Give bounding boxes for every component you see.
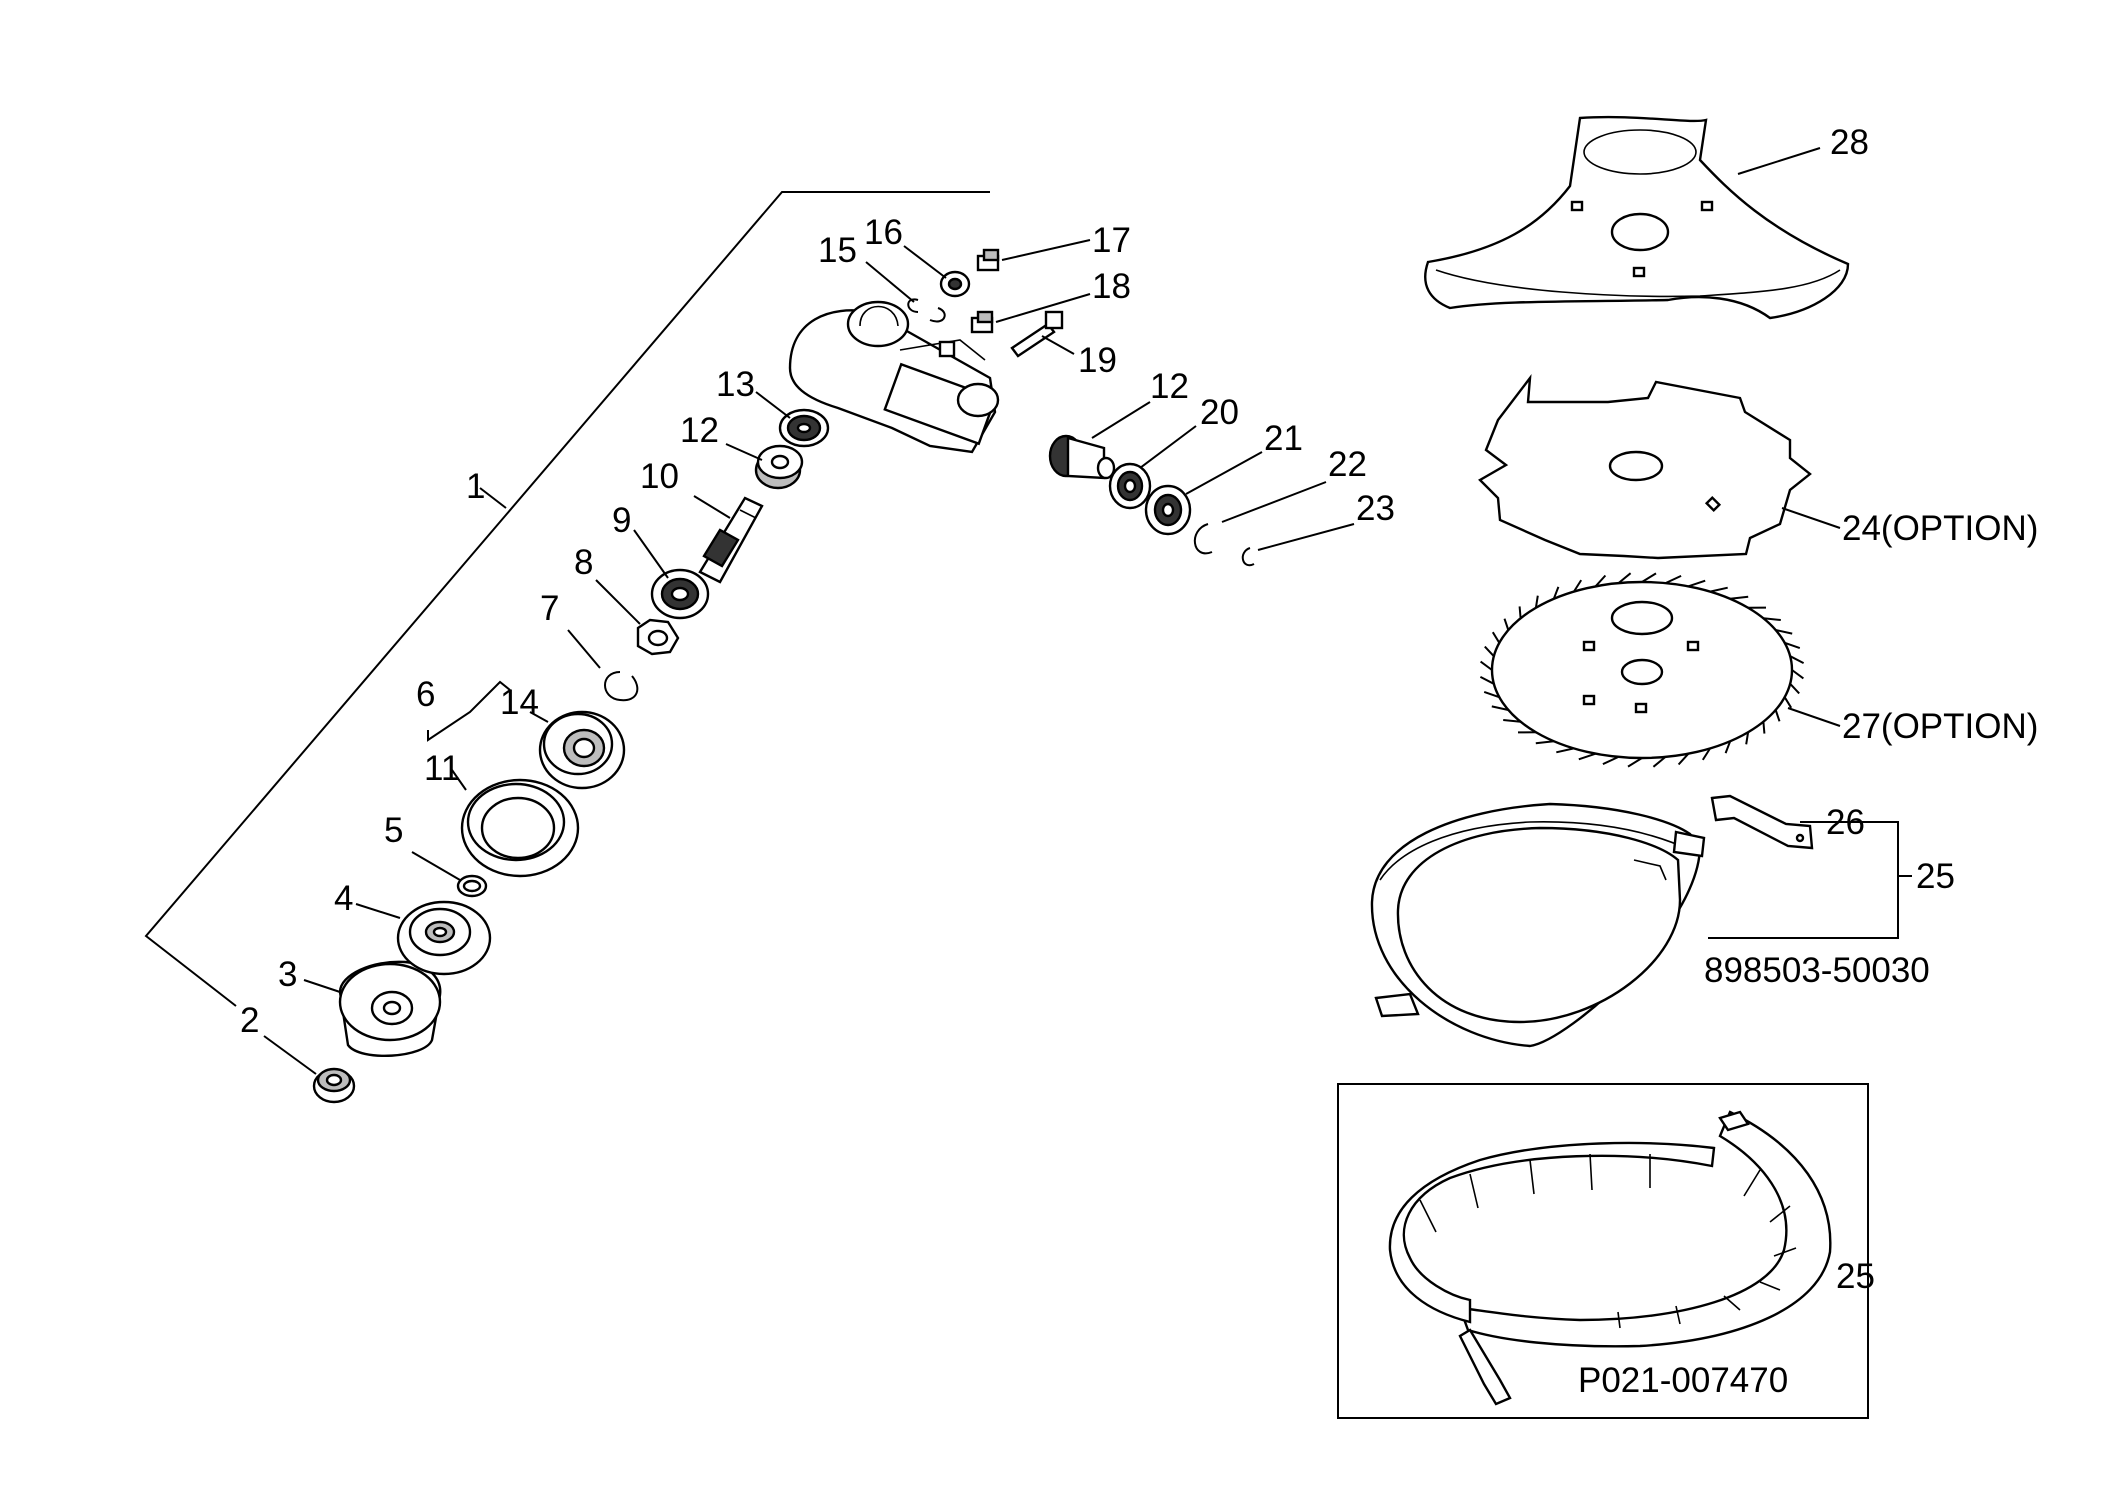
callout-7: 7 xyxy=(540,589,559,628)
part-18-screw xyxy=(970,310,994,334)
part-23-snap-ring xyxy=(1241,547,1255,567)
part-16-washer xyxy=(939,270,971,298)
callout-6: 6 xyxy=(416,675,435,714)
assembly-bracket-1 xyxy=(144,191,990,1007)
part-9-bearing xyxy=(650,568,710,620)
callout-11: 11 xyxy=(424,749,460,788)
part-number-guard-kit: 898503-50030 xyxy=(1704,951,1930,990)
callout-24: 24(OPTION) xyxy=(1842,509,2038,548)
part-11-seal xyxy=(460,778,580,878)
callout-8: 8 xyxy=(574,543,593,582)
callout-28: 28 xyxy=(1830,123,1869,162)
callout-15: 15 xyxy=(818,231,857,270)
callout-2: 2 xyxy=(240,1001,259,1040)
callout-14: 14 xyxy=(500,683,539,722)
callout-25b: 25 xyxy=(1836,1257,1875,1296)
part-10-shaft xyxy=(698,496,764,584)
callout-1: 1 xyxy=(466,467,485,506)
part-12-gear xyxy=(754,444,804,490)
guard-inset-box xyxy=(1337,1083,1869,1419)
callout-4: 4 xyxy=(334,879,353,918)
part-17-bolt xyxy=(976,248,1000,272)
part-25-guard-ring xyxy=(1370,802,1706,1048)
callout-3: 3 xyxy=(278,955,297,994)
callout-10: 10 xyxy=(640,457,679,496)
callout-22: 22 xyxy=(1328,445,1367,484)
part-19-bolt xyxy=(1010,310,1064,358)
callout-20: 20 xyxy=(1200,393,1239,432)
part-3-cover xyxy=(338,960,442,1058)
part-28-three-tooth-blade xyxy=(1424,115,1850,320)
part-24-option-blade xyxy=(1478,374,1812,560)
callout-19: 19 xyxy=(1078,341,1117,380)
part-12-output-gear xyxy=(1048,434,1116,480)
callout-26: 26 xyxy=(1826,803,1865,842)
part-15-clip xyxy=(907,298,946,323)
part-27-option-saw-blade xyxy=(1479,572,1805,768)
callout-9: 9 xyxy=(612,501,631,540)
callout-17: 17 xyxy=(1092,221,1131,260)
gear-case-housing xyxy=(788,300,1000,454)
callout-12a: 12 xyxy=(680,411,719,450)
callout-25a: 25 xyxy=(1916,857,1955,896)
callout-12b: 12 xyxy=(1150,367,1189,406)
part-2-nut xyxy=(312,1067,356,1104)
part-21-bearing xyxy=(1144,484,1192,536)
part-5-washer xyxy=(456,874,488,898)
part-4-holder xyxy=(396,900,492,976)
leader-lines xyxy=(263,147,1841,1075)
part-22-snap-ring xyxy=(1193,523,1213,555)
part-8-washer xyxy=(636,618,680,656)
part-13-bearing xyxy=(778,408,830,448)
part-14-bearing xyxy=(538,710,626,790)
callout-23: 23 xyxy=(1356,489,1395,528)
callout-18: 18 xyxy=(1092,267,1131,306)
part-number-guard-alt: P021-007470 xyxy=(1578,1361,1788,1400)
callout-16: 16 xyxy=(864,213,903,252)
part-20-bearing xyxy=(1108,462,1152,510)
part-7-snap-ring xyxy=(604,671,639,702)
callout-13: 13 xyxy=(716,365,755,404)
saw-teeth-marks xyxy=(1479,572,1805,768)
callout-5: 5 xyxy=(384,811,403,850)
callout-21: 21 xyxy=(1264,419,1303,458)
part-25-bracket-lines xyxy=(1708,821,1912,939)
callout-labels: 1 2 3 4 5 6 7 8 9 10 11 12 12 13 14 15 1… xyxy=(240,123,2038,1400)
callout-27: 27(OPTION) xyxy=(1842,707,2038,746)
part-26-bracket xyxy=(1710,794,1814,850)
